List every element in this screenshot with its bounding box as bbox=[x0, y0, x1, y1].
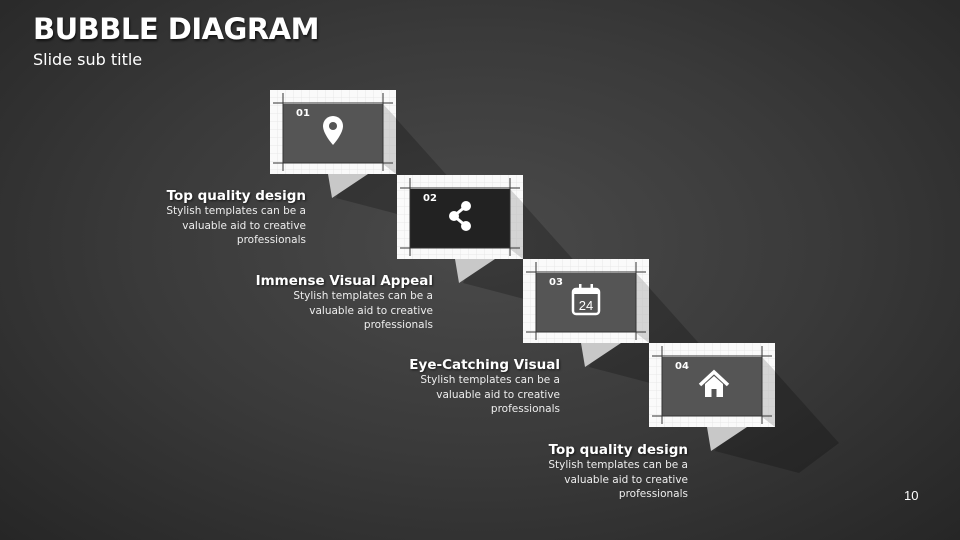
page-number: 10 bbox=[904, 488, 919, 503]
map-pin-icon bbox=[318, 114, 348, 148]
calendar-date: 24 bbox=[579, 298, 593, 313]
step-body-line: Stylish templates can be a bbox=[293, 290, 433, 302]
step-number: 04 bbox=[675, 361, 689, 372]
step-body-line: Stylish templates can be a bbox=[166, 205, 306, 217]
step-body-line: valuable aid to creative bbox=[564, 473, 688, 486]
step-body-line: professionals bbox=[363, 319, 433, 331]
step-number: 02 bbox=[423, 193, 437, 204]
bubble-04: 04 bbox=[649, 343, 849, 483]
calendar-icon: 24 bbox=[571, 283, 601, 317]
slide-subtitle: Slide sub title bbox=[33, 50, 143, 69]
bubble-02: 02 bbox=[397, 175, 597, 315]
step-title: Eye-Catching Visual bbox=[409, 357, 560, 373]
step-body-line: valuable aid to creative bbox=[436, 388, 560, 401]
step-body-line: valuable aid to creative bbox=[182, 219, 306, 232]
slide-title: BUBBLE DIAGRAM bbox=[33, 12, 320, 46]
step-body-line: professionals bbox=[236, 234, 306, 246]
share-icon bbox=[445, 199, 475, 233]
step-number: 01 bbox=[296, 108, 310, 119]
step-body-line: Stylish templates can be a bbox=[548, 459, 688, 471]
step-title: Immense Visual Appeal bbox=[255, 273, 433, 289]
step-number: 03 bbox=[549, 277, 563, 288]
step-body-line: Stylish templates can be a bbox=[420, 374, 560, 386]
bubble-frame bbox=[397, 175, 587, 305]
step-body-line: professionals bbox=[618, 488, 688, 500]
home-icon bbox=[697, 367, 730, 401]
step-title: Top quality design bbox=[166, 188, 306, 204]
step-body-line: professionals bbox=[490, 403, 560, 415]
step-body-line: valuable aid to creative bbox=[309, 304, 433, 317]
step-title: Top quality design bbox=[548, 442, 688, 458]
